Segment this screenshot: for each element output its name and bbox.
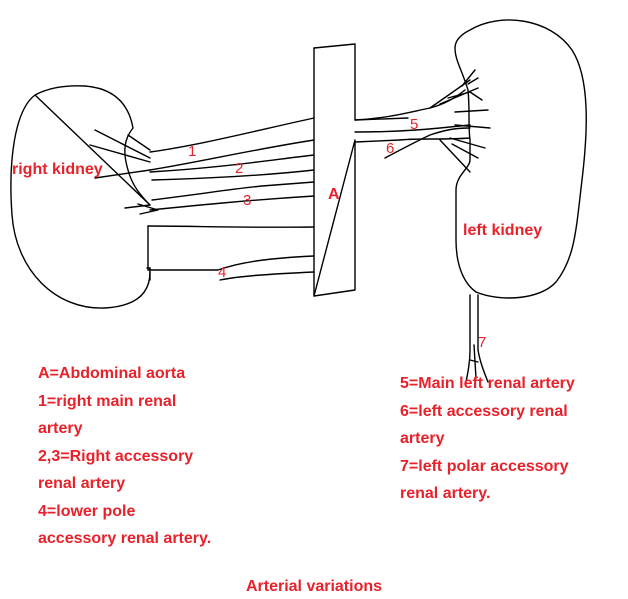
right-kidney-label: right kidney	[12, 161, 103, 179]
right-lower-pole-artery	[148, 226, 314, 270]
legend-right: 5=Main left renal artery 6=left accessor…	[400, 370, 575, 508]
legend-right-line: 7=left polar accessory	[400, 453, 575, 481]
label-6: 6	[386, 141, 394, 157]
right-main-renal-artery	[150, 118, 314, 152]
legend-left-line: artery	[38, 415, 211, 443]
legend-left: A=Abdominal aorta 1=right main renal art…	[38, 360, 211, 553]
legend-right-line: renal artery.	[400, 480, 575, 508]
left-polar-artery	[466, 295, 470, 382]
label-5: 5	[410, 117, 418, 133]
legend-right-line: 5=Main left renal artery	[400, 370, 575, 398]
label-2: 2	[235, 161, 243, 177]
left-kidney-outline	[455, 20, 586, 298]
legend-left-line: 2,3=Right accessory	[38, 443, 211, 471]
label-1: 1	[188, 144, 196, 160]
legend-left-line: renal artery	[38, 470, 211, 498]
legend-right-line: 6=left accessory renal	[400, 398, 575, 426]
label-7: 7	[478, 335, 486, 351]
aorta-label: A	[328, 186, 340, 204]
left-accessory-renal-artery	[385, 128, 470, 158]
right-kidney-outline	[11, 86, 150, 308]
abdominal-aorta	[314, 44, 408, 296]
legend-left-line: accessory renal artery.	[38, 525, 211, 553]
legend-right-line: artery	[400, 425, 575, 453]
legend-left-line: 4=lower pole	[38, 498, 211, 526]
legend-left-line: A=Abdominal aorta	[38, 360, 211, 388]
figure-caption: Arterial variations	[0, 578, 628, 596]
left-kidney-label: left kidney	[463, 222, 542, 240]
legend-left-line: 1=right main renal	[38, 388, 211, 416]
label-3: 3	[243, 193, 251, 209]
label-4: 4	[218, 265, 226, 281]
right-accessory-artery-2	[150, 155, 314, 172]
